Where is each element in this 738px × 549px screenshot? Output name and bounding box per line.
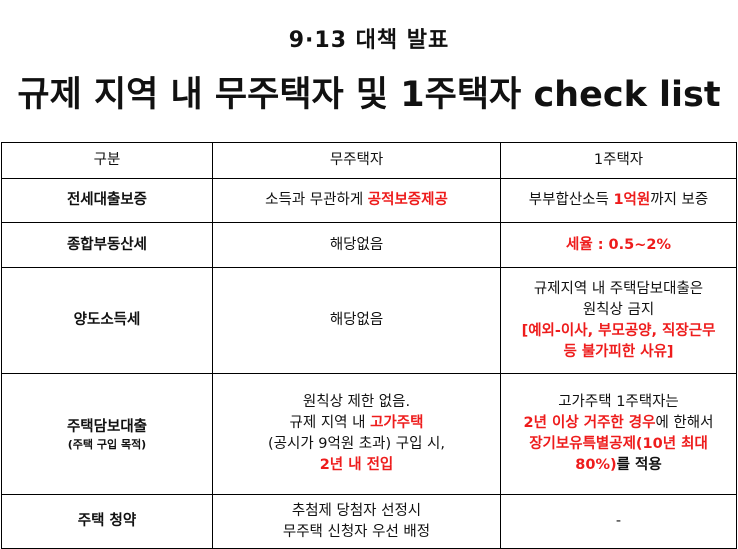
highlight-text: 장기보유특별공제(10년 최대 — [529, 436, 708, 452]
cell-one-house: 세율 : 0.5~2% — [500, 222, 737, 268]
cell-text: 까지 보증 — [650, 192, 709, 208]
row-label: 양도소득세 — [1, 267, 213, 374]
highlight-text: 80%) — [575, 457, 617, 473]
cell-one-house: 고가주택 1주택자는 2년 이상 거주한 경우에 한해서 장기보유특별공제(10… — [500, 373, 737, 495]
cell-line: 규제 지역 내 고가주택 — [217, 413, 496, 434]
highlight-text: [예외-이사, 부모공양, 직장근무 — [521, 322, 716, 339]
page-title: 규제 지역 내 무주택자 및 1주택자 check list — [17, 75, 721, 115]
cell-line: 규제지역 내 주택담보대출은 — [533, 280, 704, 297]
cell-text: 소득과 무관하게 — [265, 192, 368, 208]
cell-text: 를 적용 — [616, 457, 662, 473]
cell-one-house: 부부합산소득 1억원까지 보증 — [500, 178, 737, 223]
cell-one-house: - — [500, 494, 737, 549]
cell-no-house: 소득과 무관하게 공적보증제공 — [212, 178, 501, 223]
cell-line: 원칙상 금지 — [582, 301, 655, 318]
subtitle: 9·13 대책 발표 — [288, 28, 450, 53]
cell-line: 80%)를 적용 — [505, 455, 732, 476]
cell-one-house: 규제지역 내 주택담보대출은 원칙상 금지 [예외-이사, 부모공양, 직장근무… — [500, 267, 737, 374]
row-label: 전세대출보증 — [1, 178, 213, 223]
table-row: 전세대출보증 소득과 무관하게 공적보증제공 부부합산소득 1억원까지 보증 — [1, 178, 737, 223]
row-label: 주택 청약 — [1, 494, 213, 549]
cell-text: 규제 지역 내 — [289, 415, 371, 431]
highlight-text: 등 불가피한 사유] — [563, 343, 674, 360]
highlight-text: 세율 : 0.5~2% — [565, 236, 672, 253]
cell-line: 무주택 신청자 우선 배정 — [282, 523, 431, 540]
row-label-cell: 주택담보대출 (주택 구입 목적) — [1, 373, 213, 495]
table-header-row: 구분 무주택자 1주택자 — [1, 142, 737, 179]
cell-no-house: 추첨제 당첨자 선정시 무주택 신청자 우선 배정 — [212, 494, 501, 549]
cell-line: 원칙상 제한 없음. — [302, 394, 411, 410]
table-row: 주택담보대출 (주택 구입 목적) 원칙상 제한 없음. 규제 지역 내 고가주… — [1, 373, 737, 495]
column-header-no-house: 무주택자 — [212, 142, 501, 179]
table-row: 주택 청약 추첨제 당첨자 선정시 무주택 신청자 우선 배정 - — [1, 494, 737, 549]
highlight-text: 공적보증제공 — [367, 192, 448, 208]
checklist-table: 구분 무주택자 1주택자 전세대출보증 소득과 무관하게 공적보증제공 부부합산… — [1, 142, 737, 549]
highlight-text: 2년 내 전입 — [319, 457, 394, 473]
row-label-sub: (주택 구입 목적) — [67, 437, 147, 451]
highlight-text: 고가주택 — [370, 415, 424, 431]
column-header-one-house: 1주택자 — [500, 142, 737, 179]
row-label: 종합부동산세 — [1, 222, 213, 268]
cell-text: 에 한해서 — [655, 415, 714, 431]
cell-text: 부부합산소득 — [528, 192, 614, 208]
table-row: 종합부동산세 해당없음 세율 : 0.5~2% — [1, 222, 737, 268]
cell-no-house: 해당없음 — [212, 267, 501, 374]
highlight-text: 2년 이상 거주한 경우 — [523, 415, 656, 431]
cell-line: 추첨제 당첨자 선정시 — [291, 502, 422, 519]
table-row: 양도소득세 해당없음 규제지역 내 주택담보대출은 원칙상 금지 [예외-이사,… — [1, 267, 737, 374]
cell-no-house: 원칙상 제한 없음. 규제 지역 내 고가주택 (공시가 9억원 초과) 구입 … — [212, 373, 501, 495]
highlight-text: 1억원 — [613, 192, 651, 208]
column-header-category: 구분 — [1, 142, 213, 179]
cell-line: (공시가 9억원 초과) 구입 시, — [268, 436, 445, 452]
row-label: 주택담보대출 — [66, 418, 148, 435]
cell-no-house: 해당없음 — [212, 222, 501, 268]
cell-line: 고가주택 1주택자는 — [558, 394, 679, 410]
cell-line: 2년 이상 거주한 경우에 한해서 — [505, 413, 732, 434]
